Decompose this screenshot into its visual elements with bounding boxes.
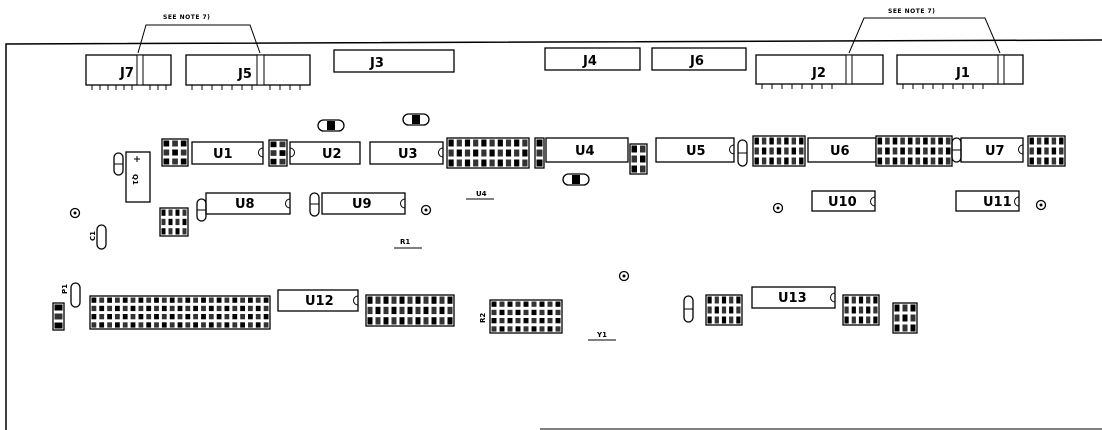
chip-u9: U9 (321, 192, 406, 215)
c1-label: C1 (89, 231, 97, 241)
oval-3 (562, 173, 590, 186)
chip-u11: U11 (955, 190, 1020, 212)
pin-block-11 (365, 294, 455, 327)
pin-block-3 (446, 137, 530, 169)
oval-components (317, 113, 590, 186)
connector-j4: J4 (544, 47, 641, 71)
reference-r1: R1 (394, 238, 422, 249)
u1-label: U1 (213, 147, 233, 162)
pin-block-10 (89, 295, 271, 330)
connector-j3: J3 (333, 49, 455, 73)
u6-label: U6 (830, 144, 850, 159)
note-left-text: SEE NOTE 7) (163, 14, 210, 21)
pin-block-7 (875, 135, 953, 167)
connector-j2: J2 (755, 54, 884, 89)
capsule-6 (96, 224, 107, 250)
hole-1 (69, 207, 81, 219)
chip-u6: U6 (807, 137, 877, 163)
capsule-7 (70, 282, 81, 308)
u11-label: U11 (983, 195, 1012, 210)
u9-label: U9 (352, 197, 372, 212)
oval-2 (402, 113, 430, 126)
note-right-text: SEE NOTE 7) (888, 8, 935, 15)
pin-block-8 (1027, 135, 1066, 167)
j7-label: J7 (119, 66, 134, 81)
reference-u4: U4 (466, 190, 494, 200)
u2-label: U2 (322, 147, 342, 162)
pin-block-14 (705, 294, 743, 326)
u10-label: U10 (828, 195, 857, 210)
pin-block-12 (489, 299, 563, 334)
hole-2 (420, 204, 432, 216)
u4-label: U4 (575, 144, 595, 159)
p1-label: P1 (61, 284, 69, 294)
oval-1 (317, 119, 345, 132)
note-right: SEE NOTE 7) (848, 8, 1001, 54)
r2-label: R2 (479, 313, 487, 323)
j3-label: J3 (369, 56, 384, 71)
hole-4 (1035, 199, 1047, 211)
hole-5 (618, 270, 630, 282)
chip-u8: U8 (205, 192, 291, 215)
pin-block-6 (752, 135, 806, 167)
y1-label: Y1 (596, 331, 607, 339)
u13-label: U13 (778, 291, 807, 306)
j4-label: J4 (582, 54, 597, 69)
chip-u12: U12 (277, 289, 359, 312)
u3-label: U3 (398, 147, 418, 162)
r1-label: R1 (400, 238, 410, 246)
connector-j5: J5 (185, 54, 311, 90)
pin-block-15 (842, 294, 880, 326)
chip-u3: U3 (369, 141, 444, 165)
u8-label: U8 (235, 197, 255, 212)
u12-label: U12 (305, 294, 334, 309)
j6-label: J6 (689, 54, 704, 69)
connector-j1: J1 (896, 54, 1024, 89)
j2-label: J2 (811, 66, 826, 81)
chip-u4: U4 (545, 137, 629, 163)
board-outline (5, 39, 1102, 430)
q1-label: Q1 (131, 174, 139, 185)
chip-u1: U1 (191, 141, 264, 165)
connector-j7: J7 (85, 54, 172, 90)
pin-block-13 (52, 302, 65, 331)
j1-label: J1 (955, 66, 970, 81)
u7-label: U7 (985, 144, 1005, 159)
pin-block-9 (159, 207, 189, 237)
note-left: SEE NOTE 7) (137, 14, 261, 54)
pin-block-2 (268, 139, 288, 167)
chip-u7: U7 (960, 137, 1024, 163)
pin-header-blocks (52, 135, 1066, 334)
pin-block-5 (629, 143, 648, 175)
pin-block-4 (534, 137, 545, 169)
chip-u5: U5 (655, 137, 735, 163)
j5-label: J5 (237, 67, 252, 82)
u5-label: U5 (686, 144, 706, 159)
reference-y1: Y1 (588, 331, 616, 341)
connector-j6: J6 (651, 47, 747, 71)
hole-3 (772, 202, 784, 214)
pin-block-16 (892, 302, 918, 334)
chip-u13: U13 (751, 286, 836, 309)
transistor-q1: Q1 (125, 151, 151, 203)
u4-ref-label: U4 (476, 190, 487, 198)
chip-u10: U10 (811, 190, 876, 212)
pin-block-1 (161, 138, 189, 167)
chip-u2: U2 (289, 141, 361, 165)
mounting-holes (69, 199, 1047, 282)
